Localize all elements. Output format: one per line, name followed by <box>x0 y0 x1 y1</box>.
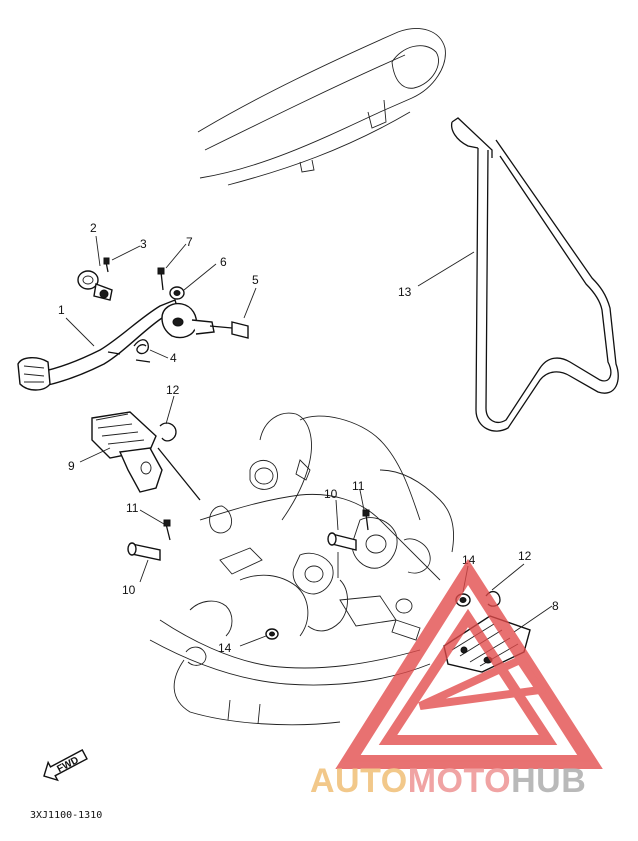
diagram-code: 3XJ1100-1310 <box>30 810 102 821</box>
callout-10-left: 10 <box>122 583 136 597</box>
watermark-triangle-inner <box>378 608 558 745</box>
callout-1: 1 <box>58 303 65 317</box>
callout-2: 2 <box>90 221 97 235</box>
brake-pedal-assembly <box>17 257 249 391</box>
svg-text:AUTOMOTOHUB: AUTOMOTOHUB <box>310 762 586 800</box>
callout-8: 8 <box>552 599 559 613</box>
callout-4: 4 <box>170 351 177 365</box>
callout-11-left: 11 <box>126 501 139 515</box>
callout-11-right: 11 <box>352 479 365 493</box>
callout-3: 3 <box>140 237 147 251</box>
callout-6: 6 <box>220 255 227 269</box>
fwd-arrow-label: FWD <box>55 755 80 775</box>
callout-5: 5 <box>252 273 259 287</box>
fwd-arrow: FWD <box>43 749 88 782</box>
engine-frame <box>149 412 454 726</box>
callout-13: 13 <box>398 285 412 299</box>
watermark-text: AUTOMOTOHUB <box>310 762 586 800</box>
callout-labels: 1 2 3 4 5 6 7 8 9 10 10 11 11 12 12 13 1… <box>58 221 559 655</box>
watermark-moto: MOTO <box>408 762 511 800</box>
watermark-hub: HUB <box>511 762 586 800</box>
callout-9: 9 <box>68 459 75 473</box>
footrest-pins <box>127 509 370 561</box>
footrest-left-view <box>91 411 201 501</box>
side-stand <box>450 117 619 432</box>
callout-10-right: 10 <box>324 487 338 501</box>
watermark-triangle-slash <box>418 654 547 710</box>
callout-12-left: 12 <box>166 383 180 397</box>
callout-12-right: 12 <box>518 549 532 563</box>
watermark-logo <box>335 558 603 769</box>
callout-7: 7 <box>186 235 193 249</box>
callout-14-left: 14 <box>218 641 232 655</box>
rear-frame-outline <box>197 28 446 186</box>
watermark-auto: AUTO <box>310 762 408 800</box>
